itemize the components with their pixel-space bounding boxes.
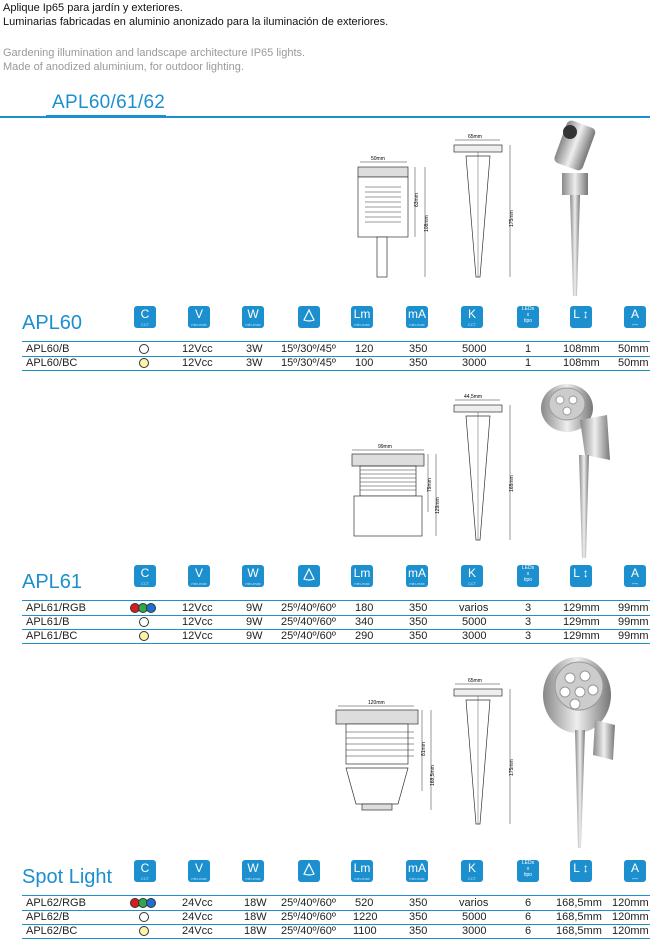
color-swatch-yellow xyxy=(139,358,149,368)
intro-english: Gardening illumination and landscape arc… xyxy=(3,46,305,74)
length-icon: L ↕ xyxy=(570,306,592,328)
apl62-body-drawing: 120mm 81mm 168,5mm xyxy=(335,700,436,811)
intro-en-line-1: Gardening illumination and landscape arc… xyxy=(3,47,306,59)
apl60-body-drawing: 50mm 63mm 108mm xyxy=(357,156,430,278)
title-underline xyxy=(46,115,166,116)
apl60-product-photo xyxy=(554,120,596,296)
apl62-product-photo xyxy=(543,657,615,848)
color-swatch-white xyxy=(139,912,149,922)
apl62-spike-drawing: 65mm 175mm xyxy=(453,678,515,825)
apl61-table-top-line xyxy=(22,600,650,601)
table-row: APL60/B 12Vcc 3W 15º/30º/45º 120 350 500… xyxy=(0,343,650,357)
apl60-spike-drawing: 65mm 175mm xyxy=(453,134,515,278)
intro-es-line-1: Aplique Ip65 para jardín y exteriores. xyxy=(3,2,183,14)
beam-angle-icon xyxy=(298,306,320,328)
svg-text:168mm: 168mm xyxy=(509,475,515,492)
svg-text:108mm: 108mm xyxy=(424,215,430,232)
width-icon: A⟷ xyxy=(624,860,646,882)
svg-text:79mm: 79mm xyxy=(427,478,433,492)
color-swatch-white xyxy=(139,617,149,627)
svg-text:175mm: 175mm xyxy=(509,210,515,227)
apl60-dim-top: 50mm xyxy=(371,156,385,162)
color-swatch-white xyxy=(139,344,149,354)
series-title: APL60/61/62 xyxy=(52,92,166,113)
apl60-name: APL60 xyxy=(22,312,83,334)
beam-angle-icon xyxy=(298,860,320,882)
color-swatch-yellow xyxy=(139,631,149,641)
svg-text:120mm: 120mm xyxy=(368,700,385,706)
color-swatch-yellow xyxy=(139,926,149,936)
svg-text:81mm: 81mm xyxy=(421,742,427,756)
color-swatch-blue xyxy=(146,603,156,613)
table-row: APL62/RGB 24Vcc 18W 25º/40º/60º 520 350 … xyxy=(0,897,650,911)
svg-text:168,5mm: 168,5mm xyxy=(430,765,436,786)
apl62-name: Spot Light xyxy=(22,866,113,888)
intro-es-line-2: Luminarias fabricadas en aluminio anoniz… xyxy=(3,16,389,28)
header-rule xyxy=(0,116,650,118)
beam-angle-icon xyxy=(298,565,320,587)
length-icon: L ↕ xyxy=(570,565,592,587)
length-icon: L ↕ xyxy=(570,860,592,882)
width-icon: A⟷ xyxy=(624,306,646,328)
apl61-spike-drawing: 44,5mm 168mm xyxy=(453,394,515,541)
intro-spanish: Aplique Ip65 para jardín y exteriores. L… xyxy=(3,1,388,29)
svg-text:175mm: 175mm xyxy=(509,759,515,776)
table-row: APL62/B 24Vcc 18W 25º/40º/60º 1220 350 5… xyxy=(0,911,650,925)
width-icon: A⟷ xyxy=(624,565,646,587)
svg-text:129mm: 129mm xyxy=(435,497,441,514)
apl61-body-drawing: 99mm 79mm 129mm xyxy=(351,444,441,537)
table-row: APL62/BC 24Vcc 18W 25º/40º/60º 1100 350 … xyxy=(0,925,650,939)
svg-text:99mm: 99mm xyxy=(378,444,392,450)
table-row: APL61/BC 12Vcc 9W 25º/40º/60º 290 350 30… xyxy=(0,630,650,644)
table-row: APL61/B 12Vcc 9W 25º/40º/60º 340 350 500… xyxy=(0,616,650,630)
svg-text:65mm: 65mm xyxy=(468,678,482,684)
apl62-table-top-line xyxy=(22,895,650,896)
apl61-name: APL61 xyxy=(22,571,83,593)
apl60-table-top-line xyxy=(22,341,650,342)
svg-text:63mm: 63mm xyxy=(414,193,420,207)
table-row: APL60/BC 12Vcc 3W 15º/30º/45º 100 350 30… xyxy=(0,357,650,371)
intro-en-line-2: Made of anodized aluminium, for outdoor … xyxy=(3,61,244,73)
table-row: APL61/RGB 12Vcc 9W 25º/40º/60º 180 350 v… xyxy=(0,602,650,616)
svg-text:44,5mm: 44,5mm xyxy=(464,394,482,400)
apl61-product-photo xyxy=(541,384,610,558)
svg-text:65mm: 65mm xyxy=(468,134,482,140)
color-swatch-blue xyxy=(146,898,156,908)
